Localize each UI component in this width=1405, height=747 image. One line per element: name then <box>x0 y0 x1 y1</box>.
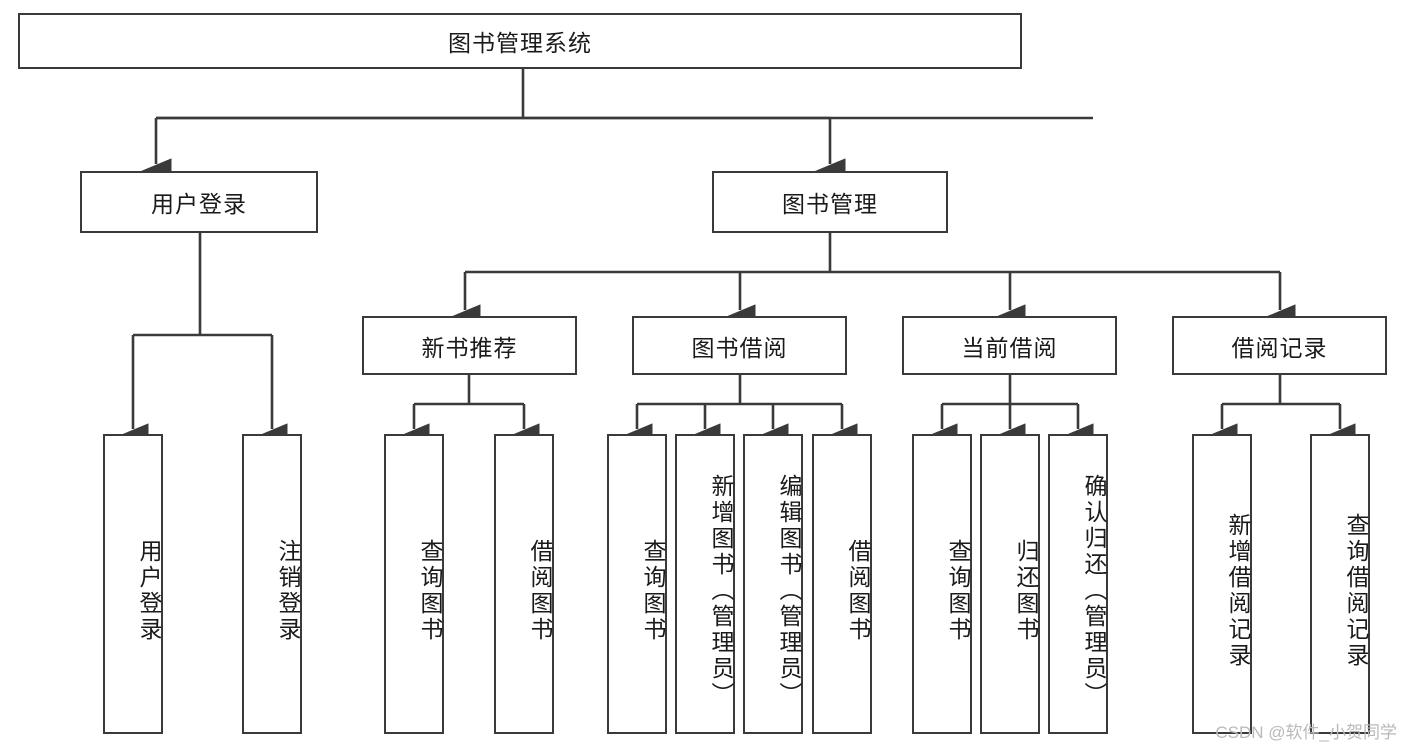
leaf-user-logout[interactable]: 注销登录 <box>242 434 302 734</box>
leaf-query-book-3-label: 查询图书 <box>945 539 971 643</box>
node-new-book-rec-label: 新书推荐 <box>421 334 518 361</box>
leaf-return-book-label: 归还图书 <box>1013 539 1039 643</box>
leaf-query-book-1-label: 查询图书 <box>417 539 443 643</box>
leaf-edit-book-label: 编辑图书（管理员） <box>776 474 802 708</box>
leaf-borrow-book-1[interactable]: 借阅图书 <box>494 434 554 734</box>
node-user-login[interactable]: 用户登录 <box>80 171 318 233</box>
watermark-text: CSDN @软件_小贺同学 <box>1215 723 1397 742</box>
leaf-query-record-label: 查询借阅记录 <box>1343 513 1369 669</box>
node-current-borrow[interactable]: 当前借阅 <box>902 316 1117 375</box>
leaf-query-record[interactable]: 查询借阅记录 <box>1310 434 1370 734</box>
leaf-user-logout-label: 注销登录 <box>275 539 301 643</box>
leaf-confirm-return-label: 确认归还（管理员） <box>1081 474 1107 708</box>
leaf-user-login[interactable]: 用户登录 <box>103 434 163 734</box>
node-book-manage-label: 图书管理 <box>782 191 878 217</box>
leaf-confirm-return[interactable]: 确认归还（管理员） <box>1048 434 1108 734</box>
leaf-borrow-book-1-label: 借阅图书 <box>527 539 553 643</box>
leaf-borrow-book-2[interactable]: 借阅图书 <box>812 434 872 734</box>
node-book-borrow-label: 图书借阅 <box>691 334 788 361</box>
node-root[interactable]: 图书管理系统 <box>18 13 1022 69</box>
node-current-borrow-label: 当前借阅 <box>961 334 1058 361</box>
leaf-query-book-3[interactable]: 查询图书 <box>912 434 972 734</box>
node-book-borrow[interactable]: 图书借阅 <box>632 316 847 375</box>
leaf-borrow-book-2-label: 借阅图书 <box>845 539 871 643</box>
node-user-login-label: 用户登录 <box>151 191 247 217</box>
node-book-manage[interactable]: 图书管理 <box>712 171 948 233</box>
leaf-query-book-1[interactable]: 查询图书 <box>384 434 444 734</box>
leaf-query-book-2[interactable]: 查询图书 <box>607 434 667 734</box>
node-new-book-rec[interactable]: 新书推荐 <box>362 316 577 375</box>
leaf-add-record-label: 新增借阅记录 <box>1225 513 1251 669</box>
leaf-add-book-label: 新增图书（管理员） <box>708 474 734 708</box>
node-borrow-record[interactable]: 借阅记录 <box>1172 316 1387 375</box>
leaf-user-login-label: 用户登录 <box>136 539 162 643</box>
leaf-query-book-2-label: 查询图书 <box>640 539 666 643</box>
leaf-return-book[interactable]: 归还图书 <box>980 434 1040 734</box>
leaf-add-book[interactable]: 新增图书（管理员） <box>675 434 735 734</box>
leaf-add-record[interactable]: 新增借阅记录 <box>1192 434 1252 734</box>
node-root-label: 图书管理系统 <box>448 30 592 56</box>
node-borrow-record-label: 借阅记录 <box>1231 334 1328 361</box>
leaf-edit-book[interactable]: 编辑图书（管理员） <box>743 434 803 734</box>
